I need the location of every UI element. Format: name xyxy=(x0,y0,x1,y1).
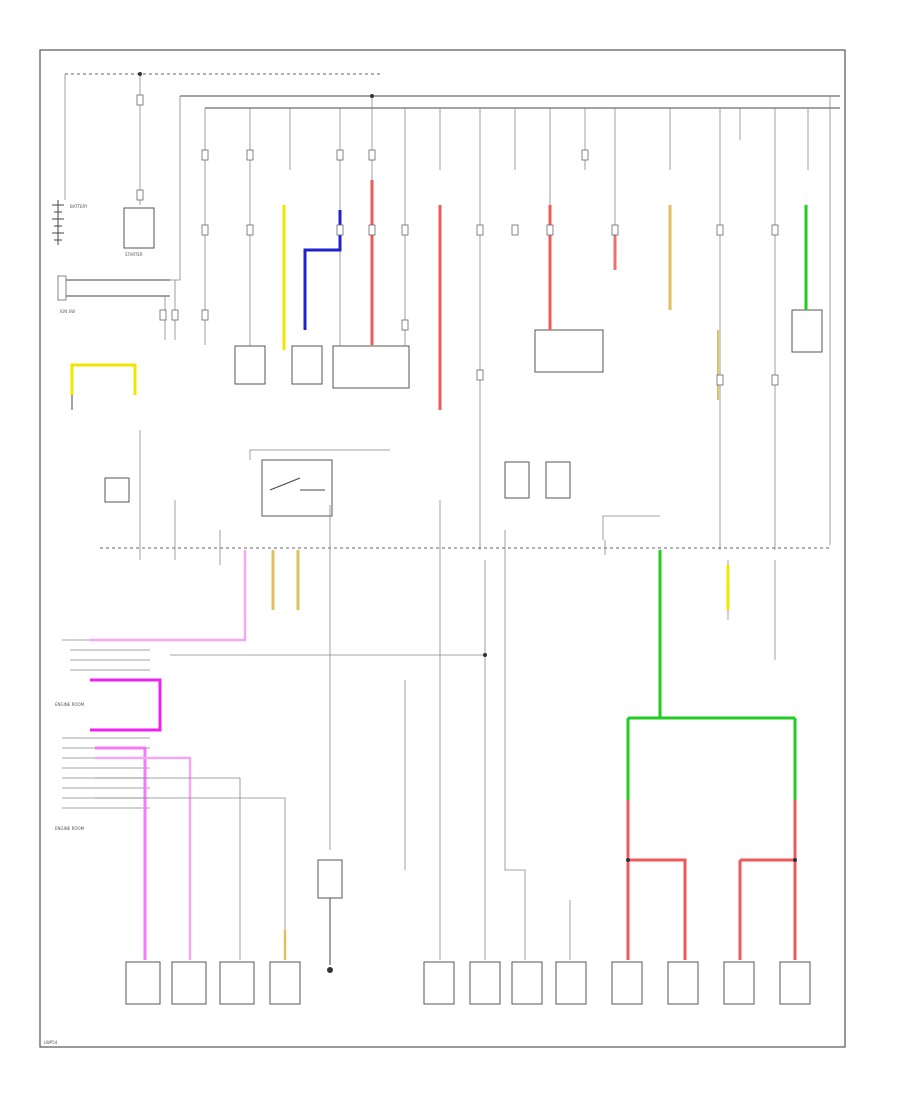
component-box-4 xyxy=(534,329,604,373)
ignition-switch: IGN SW xyxy=(57,275,176,340)
component-box-3 xyxy=(332,345,410,389)
wire-tan-short xyxy=(271,550,300,610)
ground-point xyxy=(327,967,333,973)
relay-feed xyxy=(249,449,390,460)
footer-code: LWP54 xyxy=(44,1040,58,1045)
left-connector-1: ENGINE ROOM xyxy=(55,550,247,732)
battery-symbol: BATTERY xyxy=(52,200,88,245)
wire-yellow-left xyxy=(70,363,137,395)
starter-label: STARTER xyxy=(125,252,143,257)
engine-room-label-2: ENGINE ROOM xyxy=(55,826,85,831)
relay-switch xyxy=(269,477,325,491)
engine-room-label-1: ENGINE ROOM xyxy=(55,702,85,707)
component-box-5 xyxy=(791,309,823,353)
connector-ticks xyxy=(136,94,779,386)
relay-box-center xyxy=(261,459,333,517)
relay-feed-2 xyxy=(602,515,660,540)
component-box-1 xyxy=(234,345,266,385)
left-connector-2: ENGINE ROOM xyxy=(55,654,485,960)
battery-label: BATTERY xyxy=(70,204,88,209)
starter-component: STARTER xyxy=(123,207,155,257)
bus-branches xyxy=(249,96,831,550)
junction-dots xyxy=(138,72,797,862)
relay-box-left xyxy=(104,477,130,503)
middle-drops xyxy=(139,430,776,960)
diagram-frame xyxy=(39,49,846,1048)
wire-blue xyxy=(303,210,342,330)
component-box-6 xyxy=(504,461,530,499)
component-box-7 xyxy=(545,461,571,499)
ignition-switch-label: IGN SW xyxy=(60,309,75,314)
relay-lower xyxy=(317,859,343,899)
bus-drop xyxy=(165,96,181,281)
component-box-2 xyxy=(291,345,323,385)
wire-green-lower xyxy=(626,550,797,800)
bottom-components xyxy=(125,961,811,1005)
wire-red-lower xyxy=(626,800,797,960)
